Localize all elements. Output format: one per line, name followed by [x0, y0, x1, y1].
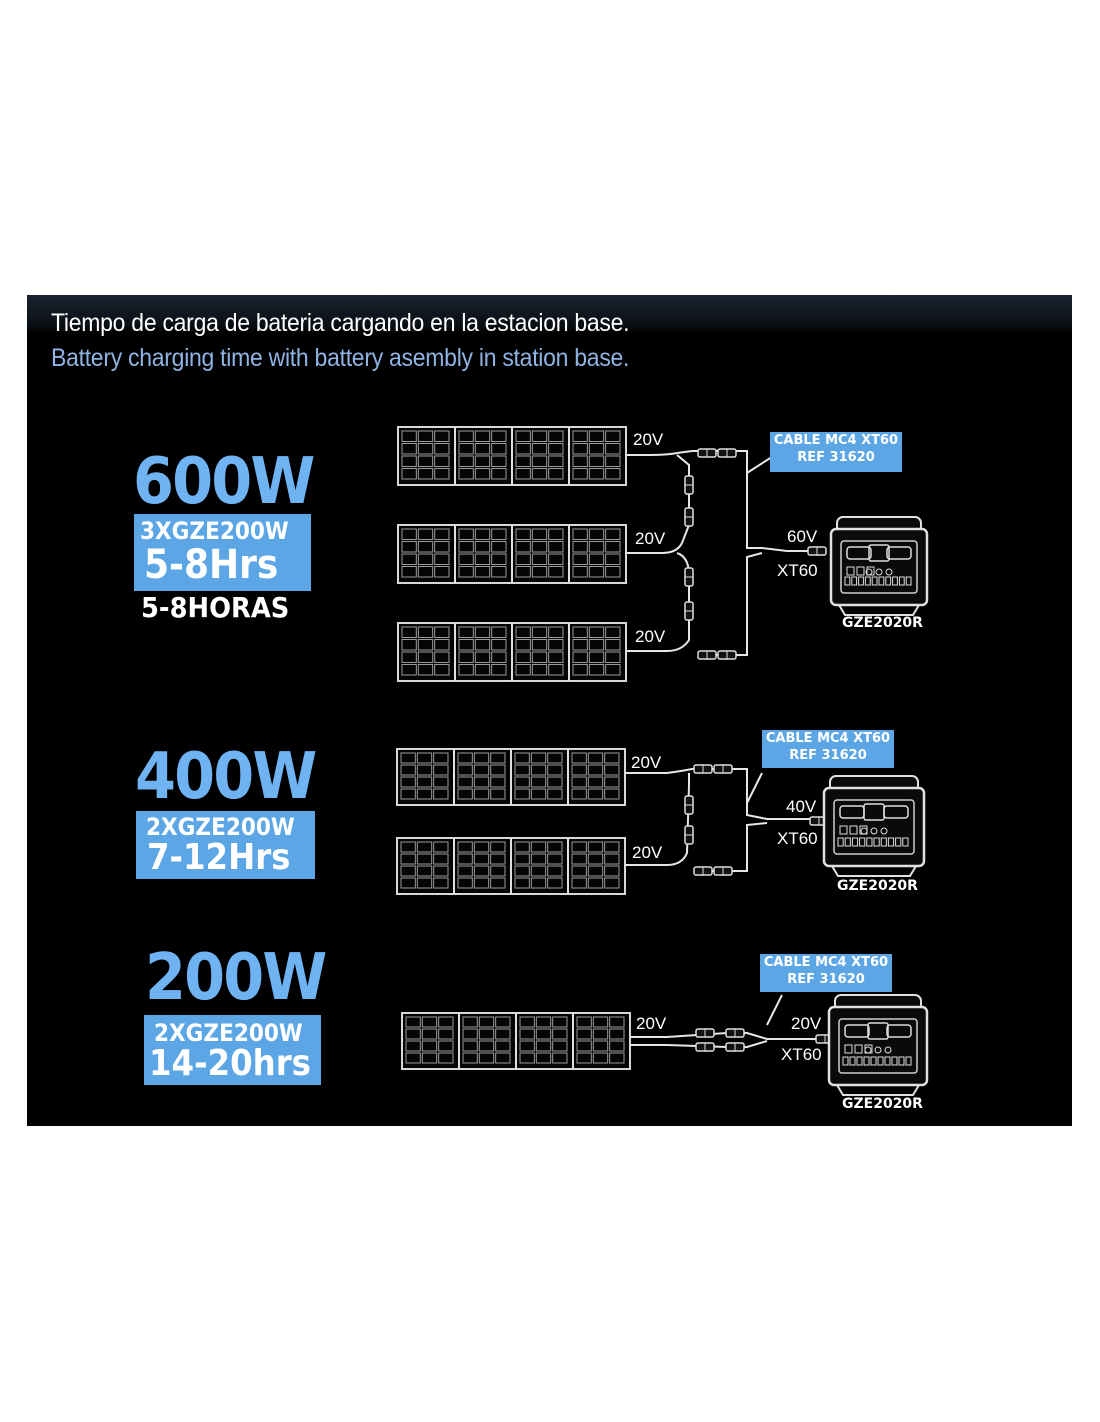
- solar-panel-200w-1: [401, 1012, 631, 1070]
- config-200w-badge: 2XGZE200W 14-20hrs: [144, 1015, 321, 1085]
- connector-400w-4: [684, 825, 694, 845]
- connector-600w-8: [717, 650, 737, 660]
- pointer-400w: [746, 772, 763, 804]
- connector-400w-2: [713, 764, 733, 774]
- cable-label-600w: CABLE MC4 XT60 REF 31620: [770, 432, 902, 472]
- cable-name-400w: CABLE MC4 XT60: [765, 731, 891, 746]
- charging-diagram-panel: Tiempo de carga de bateria cargando en l…: [27, 295, 1072, 1126]
- connector-400w: XT60: [777, 829, 818, 848]
- solar-panel-600w-3: [397, 622, 627, 682]
- config-600w-badge: 3XGZE200W 5-8Hrs: [134, 514, 311, 591]
- config-400w-badge: 2XGZE200W 7-12Hrs: [136, 811, 315, 879]
- connector-400w-1: [693, 764, 713, 774]
- wire-400w-negative: [703, 822, 768, 872]
- panel-count-400w: 2XGZE200W: [146, 813, 295, 841]
- connector-600w-4: [684, 507, 694, 527]
- wire-600w-negative: [707, 552, 763, 656]
- wire-400w-positive: [625, 768, 819, 820]
- station-model-200w: GZE2020R: [842, 1096, 923, 1112]
- connector-400w-5: [693, 866, 713, 876]
- output-voltage-600w: 60V: [787, 527, 818, 546]
- output-voltage-200w: 20V: [791, 1014, 822, 1033]
- power-station-200w: [827, 994, 929, 1096]
- panel-voltage-400w-2: 20V: [632, 843, 663, 862]
- wire-600w-positive: [627, 450, 817, 552]
- power-600w-label: 600W: [133, 445, 315, 519]
- wiring-diagram: [396, 426, 929, 1096]
- wire-400w-series: [625, 773, 690, 866]
- connector-400w-6: [713, 866, 733, 876]
- connector-600w-6: [684, 601, 694, 621]
- connector-200w: XT60: [781, 1045, 822, 1064]
- panel-count-600w: 3XGZE200W: [140, 517, 289, 545]
- panel-voltage-400w-1: 20V: [631, 753, 662, 772]
- power-station-600w: [829, 516, 929, 616]
- panel-voltage-600w-2: 20V: [635, 529, 666, 548]
- charge-time-horas-600w: 5-8HORAS: [141, 591, 290, 624]
- output-voltage-400w: 40V: [786, 797, 817, 816]
- cable-label-200w: CABLE MC4 XT60 REF 31620: [760, 954, 892, 992]
- power-station-400w: [822, 775, 926, 877]
- connector-600w: XT60: [777, 561, 818, 580]
- connector-200w-3: [725, 1028, 745, 1038]
- connector-200w-1: [695, 1028, 715, 1038]
- solar-panel-600w-1: [397, 426, 627, 486]
- station-model-400w: GZE2020R: [837, 878, 918, 894]
- cable-ref-400w: REF 31620: [789, 748, 867, 763]
- power-400w-label: 400W: [135, 740, 317, 814]
- title-spanish: Tiempo de carga de bateria cargando en l…: [51, 309, 630, 337]
- power-200w-label: 200W: [145, 941, 327, 1015]
- cable-ref-600w: REF 31620: [797, 450, 875, 465]
- wire-600w-series-1: [627, 454, 690, 554]
- panel-voltage-600w-3: 20V: [635, 627, 666, 646]
- pointer-200w: [766, 994, 783, 1026]
- connector-600w-9: [807, 546, 827, 556]
- charge-time-600w: 5-8Hrs: [144, 542, 279, 588]
- connector-600w-2: [717, 448, 737, 458]
- connector-200w-4: [725, 1042, 745, 1052]
- charge-time-200w: 14-20hrs: [149, 1043, 311, 1084]
- connector-600w-3: [684, 475, 694, 495]
- station-model-600w: GZE2020R: [842, 615, 923, 631]
- panel-count-200w: 2XGZE200W: [154, 1019, 303, 1047]
- connector-200w-2: [695, 1042, 715, 1052]
- connector-600w-1: [697, 448, 717, 458]
- connector-600w-7: [697, 650, 717, 660]
- wire-600w-series-2: [627, 552, 690, 652]
- cable-ref-200w: REF 31620: [787, 972, 865, 987]
- panel-voltage-600w-1: 20V: [633, 430, 664, 449]
- panel-voltage-200w-1: 20V: [636, 1014, 667, 1033]
- connector-400w-3: [684, 795, 694, 815]
- charge-time-400w: 7-12Hrs: [147, 837, 291, 878]
- cable-name-200w: CABLE MC4 XT60: [763, 955, 889, 970]
- solar-panel-600w-2: [397, 524, 627, 584]
- header-band: [27, 295, 1072, 333]
- title-english: Battery charging time with battery asemb…: [51, 344, 630, 372]
- solar-panel-400w-1: [396, 748, 626, 806]
- solar-panel-400w-2: [396, 837, 626, 895]
- cable-label-400w: CABLE MC4 XT60 REF 31620: [762, 730, 894, 768]
- connector-600w-5: [684, 567, 694, 587]
- cable-name-600w: CABLE MC4 XT60: [773, 433, 899, 448]
